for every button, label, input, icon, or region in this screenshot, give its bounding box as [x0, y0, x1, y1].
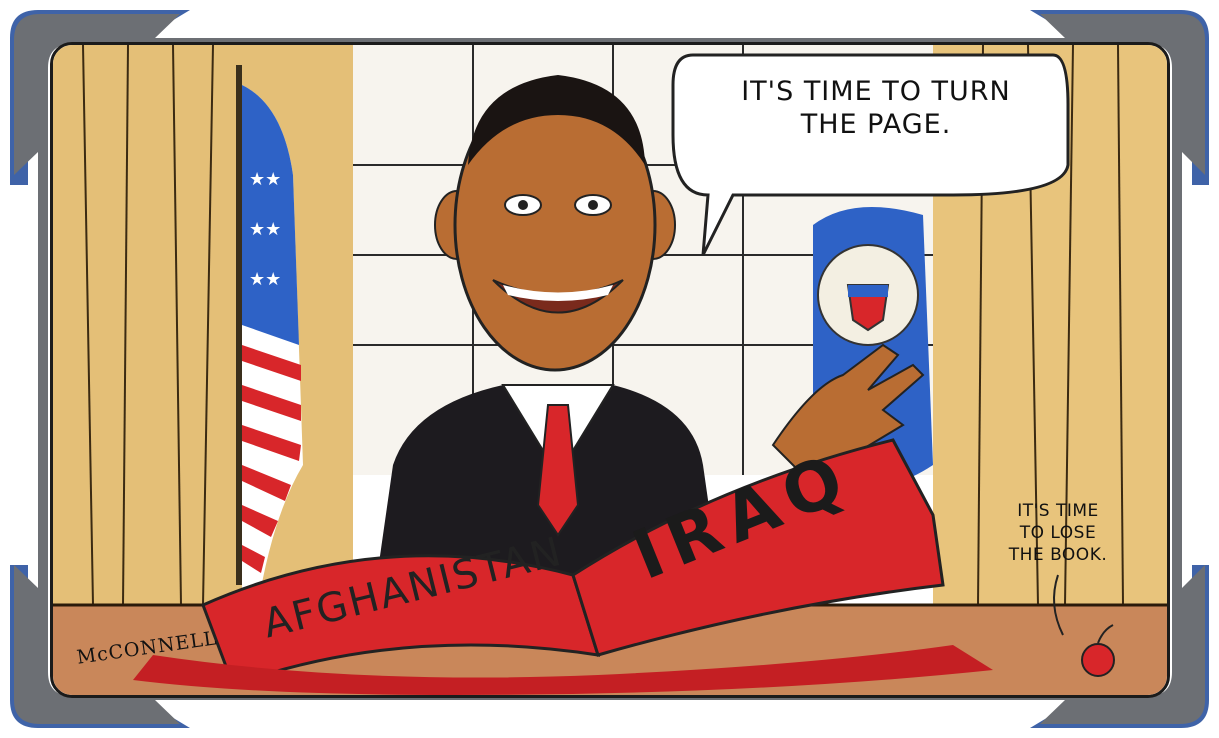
speech-bubble-main-text: IT'S TIME TO TURN THE PAGE.: [741, 76, 1011, 140]
cartoon-panel: ★★ ★★ ★★: [50, 42, 1170, 698]
curtain-left: [53, 45, 353, 605]
caricature-head: [434, 75, 676, 372]
speech-bubble-main: [671, 53, 1070, 256]
us-flag: ★★ ★★ ★★: [236, 65, 303, 605]
cartoon-scene: ★★ ★★ ★★: [53, 45, 1167, 695]
svg-text:★★: ★★: [249, 269, 281, 290]
raised-hand: [771, 343, 925, 487]
book-right-page: [571, 438, 945, 657]
speech-bubble-small-text: IT'S TIME TO LOSE THE BOOK.: [1008, 501, 1108, 565]
svg-text:★★: ★★: [249, 169, 281, 190]
necktie: [536, 404, 580, 537]
speech-bubble-small-tail: [1053, 574, 1064, 636]
bitten-apple: [1081, 643, 1115, 677]
svg-text:★★: ★★: [249, 219, 281, 240]
blood-pool: [133, 645, 993, 695]
